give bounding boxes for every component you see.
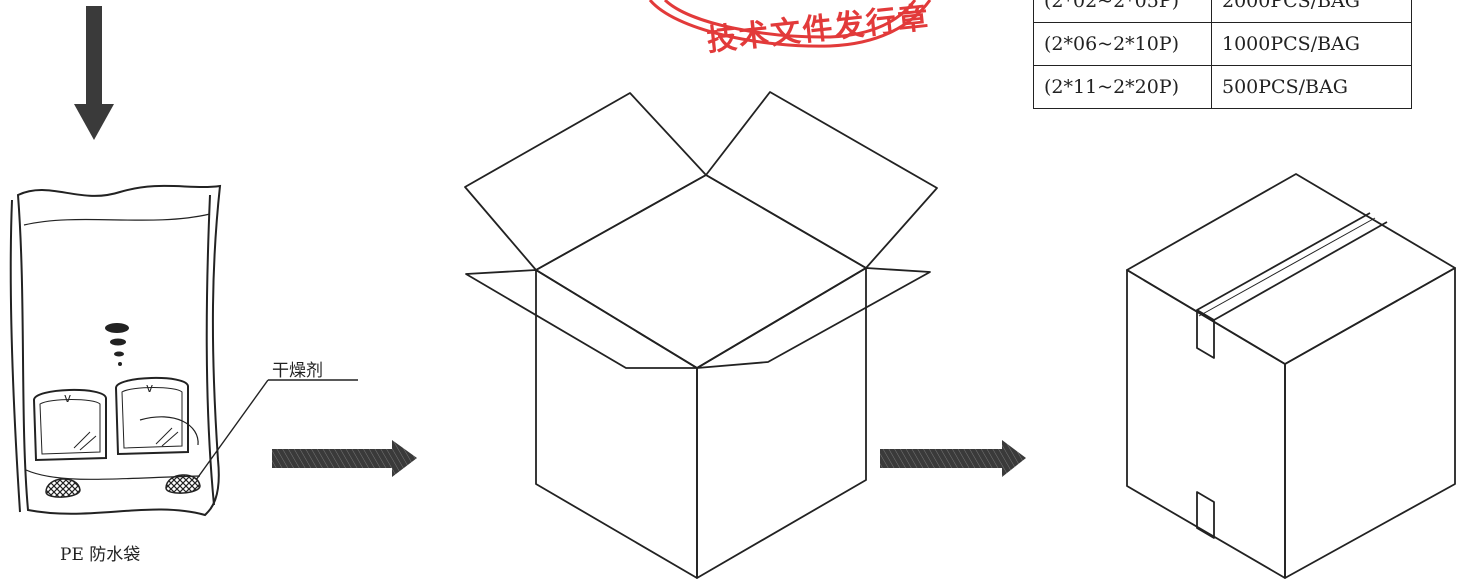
pin-range-cell: (2*11~2*20P): [1033, 65, 1212, 109]
quantity-cell: 2000PCS/BAG: [1211, 0, 1412, 23]
desiccant-pack-icon: [45, 474, 201, 498]
pin-range-cell: (2*06~2*10P): [1033, 22, 1212, 66]
right-arrow-icon: [880, 440, 1026, 477]
svg-text:v: v: [146, 381, 153, 395]
pe-bag: [9, 184, 222, 517]
reel-left: v: [32, 389, 107, 462]
svg-text:v: v: [64, 391, 71, 405]
quantity-cell: 500PCS/BAG: [1211, 65, 1412, 109]
right-arrow-icon: [272, 440, 417, 477]
desiccant-label: 干燥剂: [272, 361, 323, 381]
approval-stamp: [648, 0, 932, 48]
pin-range-cell: (2*02~2*05P): [1033, 0, 1212, 23]
sealed-carton: [1126, 173, 1456, 579]
drip-icon: [105, 323, 129, 366]
reel-right: v: [114, 377, 189, 456]
table-row: (2*06~2*10P) 1000PCS/BAG: [1033, 22, 1412, 66]
pe-bag-label: PE 防水袋: [60, 545, 141, 565]
packing-quantity-table: (2*02~2*05P) 2000PCS/BAG (2*06~2*10P) 10…: [1033, 0, 1412, 109]
down-arrow-icon: [74, 6, 114, 140]
quantity-cell: 1000PCS/BAG: [1211, 22, 1412, 66]
table-row: (2*11~2*20P) 500PCS/BAG: [1033, 65, 1412, 109]
table-row: (2*02~2*05P) 2000PCS/BAG: [1033, 0, 1412, 23]
open-carton: [464, 91, 938, 579]
desiccant-leader: [195, 379, 358, 481]
